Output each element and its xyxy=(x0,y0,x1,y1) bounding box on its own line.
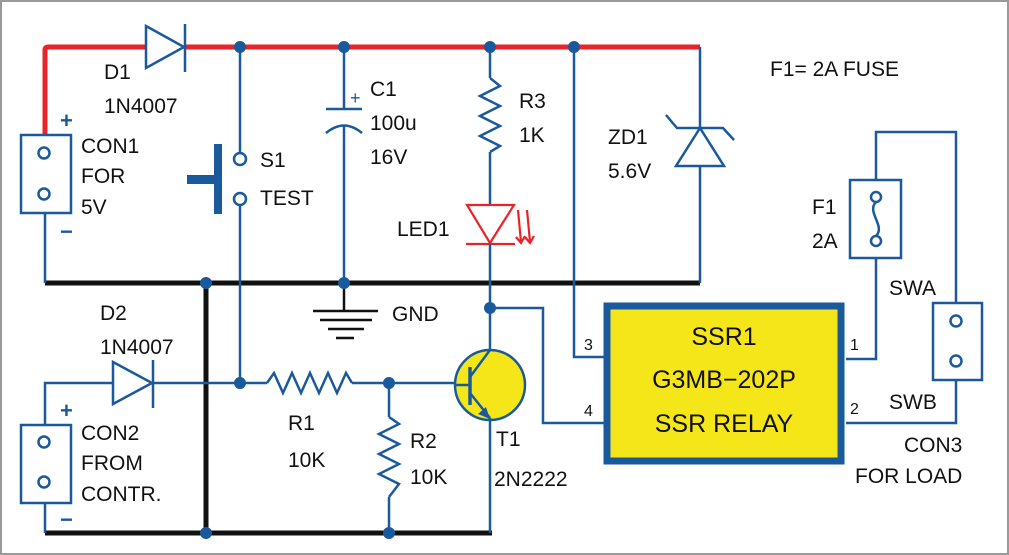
r3-ref: R3 xyxy=(519,90,546,113)
zd1-value: 5.6V xyxy=(608,160,651,183)
junction-dot xyxy=(200,277,212,289)
d2-ref: D2 xyxy=(100,302,127,325)
con1-plus: + xyxy=(60,108,73,133)
junction-dot xyxy=(200,527,212,539)
junction-dot xyxy=(234,377,246,389)
resistor-r1 xyxy=(240,369,454,397)
fuse-f1 xyxy=(846,130,958,361)
con1-ref: CON1 xyxy=(81,135,139,158)
capacitor-c1: + xyxy=(325,47,363,283)
zener-zd1 xyxy=(665,47,735,283)
ssr1-pin1-label: 1 xyxy=(850,337,859,354)
junction-dot xyxy=(484,302,496,314)
junction-dot xyxy=(383,527,395,539)
junction-dot xyxy=(338,41,350,53)
t1-value: 2N2222 xyxy=(494,468,568,491)
fuse-note: F1= 2A FUSE xyxy=(770,58,899,81)
d2-value: 1N4007 xyxy=(100,336,174,359)
s1-ref: S1 xyxy=(260,149,286,172)
con2-line3: CONTR. xyxy=(81,483,162,506)
con2-minus: − xyxy=(60,507,73,532)
junction-dot xyxy=(383,377,395,389)
junction-dot xyxy=(234,41,246,53)
con2-line2: FROM xyxy=(81,452,143,475)
r2-value: 10K xyxy=(410,466,447,489)
r2-ref: R2 xyxy=(410,430,437,453)
r1-ref: R1 xyxy=(288,412,315,435)
s1-value: TEST xyxy=(260,187,314,210)
ssr1-pin4-label: 4 xyxy=(584,403,593,420)
ssr1-pin2-label: 2 xyxy=(850,401,859,418)
zd1-ref: ZD1 xyxy=(608,126,648,149)
wire-ssr-pin3 xyxy=(572,47,606,359)
connector-con2 xyxy=(19,381,113,533)
con3-pin-b: SWB xyxy=(889,391,937,414)
resistor-r3 xyxy=(477,47,503,205)
con2-plus: + xyxy=(60,398,73,423)
led1-ref: LED1 xyxy=(397,218,450,241)
gnd-label: GND xyxy=(392,303,439,326)
diode-d1 xyxy=(144,23,187,72)
con1-line2: FOR xyxy=(81,165,125,188)
con1-minus: − xyxy=(60,219,73,244)
con1-line3: 5V xyxy=(81,196,107,219)
junction-dot xyxy=(568,41,580,53)
r3-value: 1K xyxy=(519,124,545,147)
con3-pin-a: SWA xyxy=(889,277,936,300)
c1-voltage: 16V xyxy=(370,146,407,169)
resistor-r2 xyxy=(376,383,402,533)
connector-con1 xyxy=(19,133,73,283)
junction-dots xyxy=(200,41,580,539)
ground-symbol xyxy=(313,283,378,340)
ssr1-pin3-label: 3 xyxy=(584,337,593,354)
t1-ref: T1 xyxy=(496,428,521,451)
ssr1-ref: SSR1 xyxy=(691,323,756,351)
c1-ref: C1 xyxy=(370,78,397,101)
ssr1-part: G3MB−202P xyxy=(652,366,796,394)
switch-s1 xyxy=(187,47,248,383)
ssr1-desc: SSR RELAY xyxy=(655,410,794,438)
transistor-t1 xyxy=(453,348,527,533)
c1-value: 100u xyxy=(370,112,417,135)
f1-value: 2A xyxy=(812,230,838,253)
positive-rail-left xyxy=(42,44,146,135)
f1-ref: F1 xyxy=(812,196,837,219)
con3-ref: CON3 xyxy=(904,434,962,457)
d1-ref: D1 xyxy=(104,61,131,84)
con3-line2: FOR LOAD xyxy=(855,465,962,488)
diode-d2 xyxy=(111,359,240,408)
wire-ssr-pin4 xyxy=(490,306,606,425)
ssr-ssr1 xyxy=(603,302,845,465)
d1-value: 1N4007 xyxy=(104,95,178,118)
junction-dot xyxy=(484,41,496,53)
led-led1 xyxy=(465,203,535,283)
connector-con3 xyxy=(846,301,984,425)
junction-dot xyxy=(338,277,350,289)
r1-value: 10K xyxy=(288,449,325,472)
c1-plus: + xyxy=(350,88,361,108)
con2-ref: CON2 xyxy=(81,422,139,445)
